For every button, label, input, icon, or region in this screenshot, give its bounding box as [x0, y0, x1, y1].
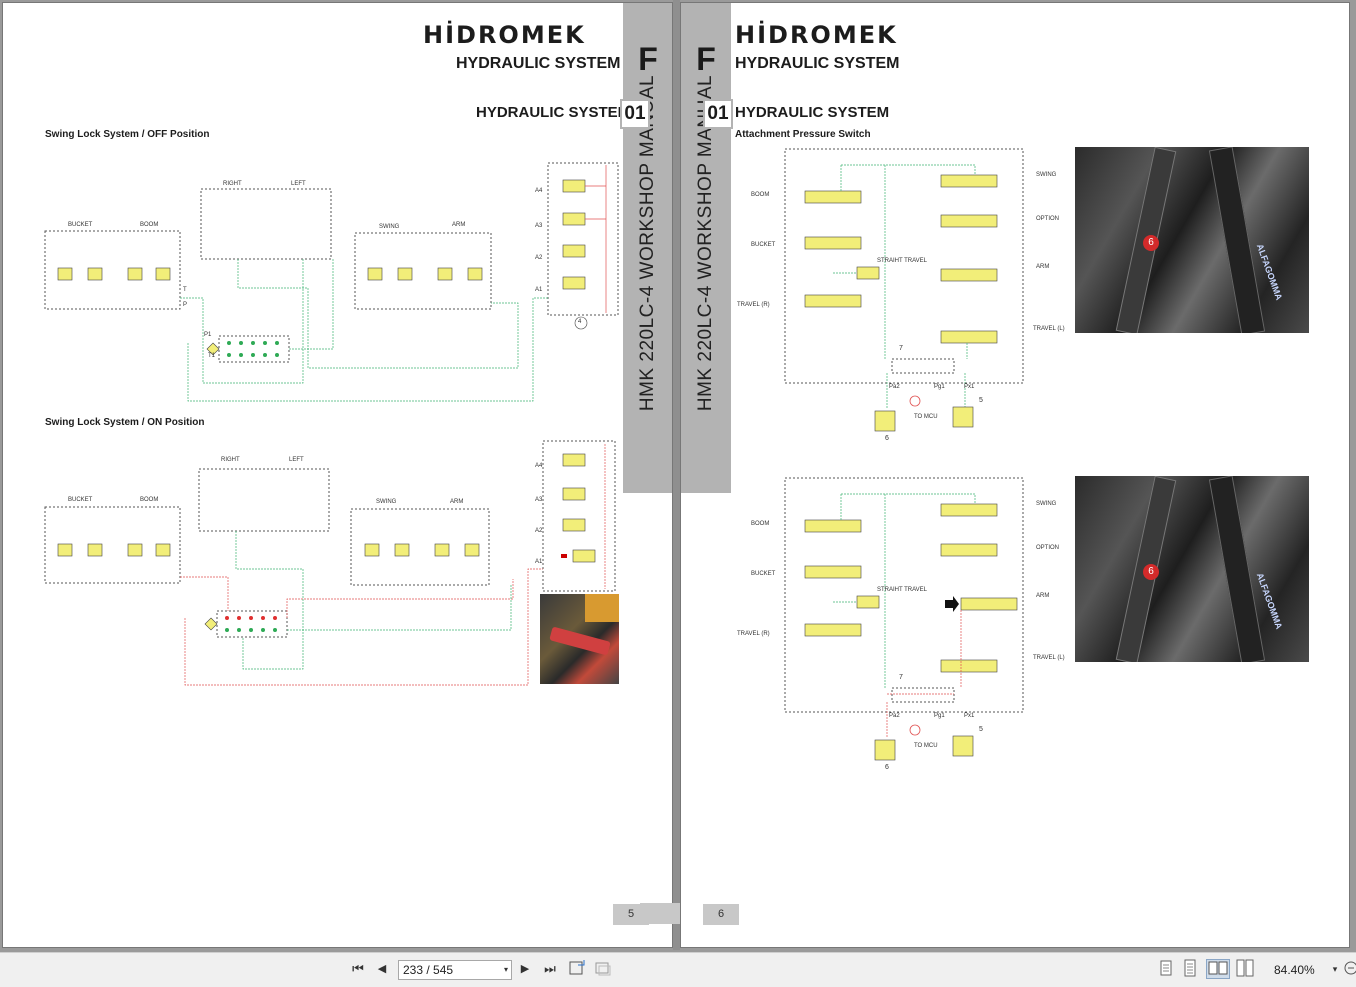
label-option-2: OPTION: [1036, 545, 1060, 551]
right-page: F HMK 220LC-4 WORKSHOP MANUAL HİDROMEK H…: [680, 2, 1350, 948]
label-travel-l: TRAVEL (L): [1033, 326, 1065, 332]
continuous-view-icon[interactable]: [1182, 959, 1198, 979]
label-a4-on: A4: [535, 463, 543, 469]
page-number-field[interactable]: 233 / 545 ▾: [398, 960, 512, 980]
label-straight-travel: STRAIHT TRAVEL: [877, 258, 928, 264]
section-letter: F: [696, 41, 716, 77]
label-travel-l-2: TRAVEL (L): [1033, 655, 1065, 661]
single-page-view-icon[interactable]: [1158, 959, 1174, 979]
label-left-on: LEFT: [289, 457, 304, 463]
chevron-down-icon[interactable]: ▾: [503, 965, 508, 974]
viewer-toolbar: ⏮ ◀ 233 / 545 ▾ ▶ ⏭ 84.40% ▾: [0, 952, 1356, 987]
prev-page-button[interactable]: ◀: [377, 963, 387, 975]
zoom-dropdown-icon[interactable]: ▾: [1332, 964, 1338, 974]
two-page-view-icon[interactable]: [1206, 959, 1230, 979]
first-page-button[interactable]: ⏮: [352, 961, 364, 976]
left-page: HİDROMEK HYDRAULIC SYSTEM F HMK 220LC-4 …: [2, 2, 673, 948]
circle-7: 7: [899, 345, 903, 352]
swing-lock-off-diagram: [44, 162, 619, 402]
subheading-off: Swing Lock System / OFF Position: [45, 129, 210, 140]
label-right-off: RIGHT: [223, 181, 242, 187]
label-a3-off: A3: [535, 223, 543, 229]
label-right-on: RIGHT: [221, 457, 240, 463]
label-swing-on: SWING: [376, 499, 397, 505]
label-px1: Px1: [964, 384, 975, 390]
label-arm-off: ARM: [452, 222, 466, 228]
two-page-continuous-icon[interactable]: [1236, 959, 1254, 979]
page-gap: [673, 0, 680, 950]
circle-6-2: 6: [885, 764, 889, 771]
fit-width-icon[interactable]: [594, 959, 612, 979]
label-bucket: BUCKET: [751, 242, 776, 248]
label-straight-travel-2: STRAIHT TRAVEL: [877, 587, 928, 593]
label-pa2: Pa2: [889, 384, 900, 390]
circle-6: 6: [885, 435, 889, 442]
circle-7-2: 7: [899, 674, 903, 681]
label-swing-2: SWING: [1036, 501, 1057, 507]
swing-lock-on-diagram: [44, 440, 616, 686]
hidromek-logo: HİDROMEK: [423, 21, 586, 49]
label-t1-off: T1: [208, 353, 216, 359]
page-number: 6: [703, 904, 739, 925]
chapter-number: 01: [703, 99, 733, 129]
circle-5-2: 5: [979, 726, 983, 733]
label-circ4: 4: [578, 319, 582, 325]
label-a1-off: A1: [535, 287, 543, 293]
label-a3-on: A3: [535, 497, 543, 503]
zoom-out-icon[interactable]: [1342, 959, 1356, 979]
label-pg1-2: Pg1: [934, 713, 945, 719]
label-bucket-2: BUCKET: [751, 571, 776, 577]
label-swing: SWING: [1036, 172, 1057, 178]
label-a2-on: A2: [535, 528, 543, 534]
label-boom-on: BOOM: [140, 497, 159, 503]
label-bucket-off: BUCKET: [68, 222, 93, 228]
label-travel-r-2: TRAVEL (R): [737, 631, 770, 637]
pressure-switch-diagram-bottom: [784, 477, 1024, 761]
zoom-level[interactable]: 84.40%: [1274, 963, 1315, 977]
hose-photo-top: 6 ALFAGOMMA: [1075, 147, 1309, 333]
subheading: Attachment Pressure Switch: [735, 129, 871, 140]
label-travel-r: TRAVEL (R): [737, 302, 770, 308]
chapter-number: 01: [620, 99, 650, 129]
label-boom-2: BOOM: [751, 521, 770, 527]
next-page-button[interactable]: ▶: [520, 963, 530, 975]
hidromek-logo: HİDROMEK: [735, 21, 898, 49]
label-option: OPTION: [1036, 216, 1060, 222]
section-tab: F HMK 220LC-4 WORKSHOP MANUAL: [681, 3, 731, 493]
label-arm-2: ARM: [1036, 593, 1050, 599]
hose-photo-bottom: 6 ALFAGOMMA: [1075, 476, 1309, 662]
label-a1-on: A1: [535, 559, 543, 565]
label-arm-on: ARM: [450, 499, 464, 505]
label-to-mcu: TO MCU: [914, 414, 938, 420]
label-t-off: T: [183, 287, 187, 293]
chapter-title: HYDRAULIC SYSTEM: [735, 104, 890, 121]
last-page-button[interactable]: ⏭: [544, 961, 556, 976]
section-tab: F HMK 220LC-4 WORKSHOP MANUAL: [623, 3, 672, 493]
label-px1-2: Px1: [964, 713, 975, 719]
swing-lock-photo: [540, 594, 619, 684]
label-boom-off: BOOM: [140, 222, 159, 228]
label-boom: BOOM: [751, 192, 770, 198]
label-arm: ARM: [1036, 264, 1050, 270]
chapter-title: HYDRAULIC SYSTEM: [476, 104, 631, 121]
label-a2-off: A2: [535, 255, 543, 261]
label-a4-off: A4: [535, 188, 543, 194]
label-p-off: P: [183, 302, 188, 308]
circle-5: 5: [979, 397, 983, 404]
label-bucket-on: BUCKET: [68, 497, 93, 503]
subheading-on: Swing Lock System / ON Position: [45, 417, 205, 428]
section-letter: F: [638, 41, 658, 77]
label-left-off: LEFT: [291, 181, 306, 187]
system-title: HYDRAULIC SYSTEM: [735, 55, 900, 72]
label-to-mcu-2: TO MCU: [914, 743, 938, 749]
label-pg1: Pg1: [934, 384, 945, 390]
system-title: HYDRAULIC SYSTEM: [456, 55, 621, 72]
label-p1-off: P1: [204, 332, 212, 338]
fit-page-icon[interactable]: [568, 959, 586, 979]
label-swing-off: SWING: [379, 224, 400, 230]
label-pa2-2: Pa2: [889, 713, 900, 719]
pressure-switch-diagram-top: [784, 148, 1024, 432]
